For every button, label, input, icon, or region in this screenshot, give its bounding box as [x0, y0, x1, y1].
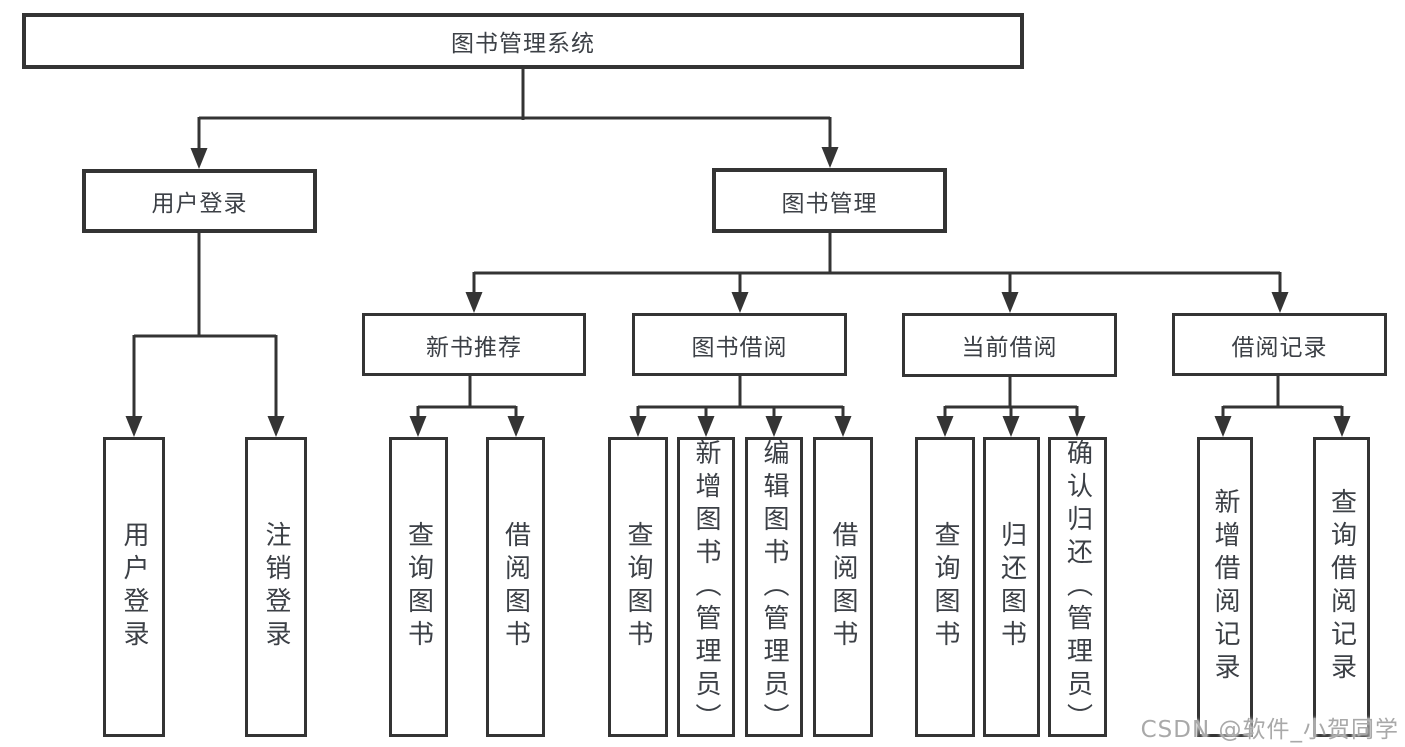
node-new-book-recommend: 新书推荐: [362, 313, 586, 376]
arrowhead-icon: [834, 416, 852, 437]
node-book-management-label: 图书管理: [781, 190, 878, 217]
csdn-watermark: CSDN @软件_小贺同学: [1140, 717, 1399, 743]
arrowhead-icon: [821, 147, 839, 168]
node-borrowing-records-label: 借阅记录: [1231, 334, 1328, 361]
arrowhead-icon: [190, 148, 208, 169]
arrowhead-icon: [1001, 292, 1019, 313]
leaf-edit-books-admin: 编辑图书（管理员）: [745, 437, 803, 737]
arrowhead-icon: [125, 416, 143, 437]
node-library-system: 图书管理系统: [22, 13, 1024, 69]
node-current-borrowing-label: 当前借阅: [961, 335, 1058, 361]
leaf-query-books-borrowing: 查询图书: [608, 437, 668, 737]
leaf-logout-label: 注销登录: [261, 521, 291, 653]
arrowhead-icon: [1271, 292, 1289, 313]
node-borrowing-records: 借阅记录: [1172, 313, 1387, 376]
arrowhead-icon: [1002, 416, 1020, 437]
leaf-user-login: 用户登录: [103, 437, 165, 737]
arrowhead-icon: [731, 292, 749, 313]
leaf-borrow-books-recommend: 借阅图书: [486, 437, 545, 737]
arrowhead-icon: [1068, 416, 1086, 437]
leaf-edit-books-admin-label: 编辑图书（管理员）: [759, 438, 789, 736]
leaf-add-borrow-record-label: 新增借阅记录: [1210, 488, 1240, 686]
node-new-book-recommend-label: 新书推荐: [426, 334, 522, 361]
arrowhead-icon: [267, 416, 285, 437]
leaf-add-books-admin: 新增图书（管理员）: [677, 437, 735, 737]
leaf-borrow-books-recommend-label: 借阅图书: [500, 521, 531, 653]
leaf-confirm-return-admin: 确认归还（管理员）: [1048, 437, 1107, 737]
node-current-borrowing: 当前借阅: [902, 313, 1117, 377]
node-book-borrowing: 图书借阅: [632, 313, 847, 376]
leaf-query-books-current: 查询图书: [915, 437, 975, 737]
leaf-borrow-books: 借阅图书: [813, 437, 873, 737]
leaf-borrow-books-label: 借阅图书: [828, 521, 858, 653]
leaf-return-books: 归还图书: [983, 437, 1040, 737]
arrowhead-icon: [765, 416, 783, 437]
arrowhead-icon: [1214, 416, 1232, 437]
node-user-login-label: 用户登录: [151, 191, 248, 217]
arrowhead-icon: [936, 416, 954, 437]
leaf-add-borrow-record: 新增借阅记录: [1197, 437, 1253, 737]
node-book-borrowing-label: 图书借阅: [691, 334, 788, 361]
leaf-query-books-current-label: 查询图书: [930, 521, 960, 653]
connector-path: [132, 68, 1344, 420]
arrowhead-icon: [507, 416, 525, 437]
leaf-add-books-admin-label: 新增图书（管理员）: [691, 438, 721, 736]
arrowhead-icon: [629, 416, 647, 437]
node-library-system-label: 图书管理系统: [451, 31, 595, 57]
leaf-logout: 注销登录: [245, 437, 307, 737]
leaf-query-books-borrowing-label: 查询图书: [623, 521, 653, 653]
node-book-management: 图书管理: [712, 168, 947, 233]
leaf-query-books-recommend: 查询图书: [389, 437, 448, 737]
leaf-confirm-return-admin-label: 确认归还（管理员）: [1062, 438, 1093, 736]
arrowhead-icon: [697, 416, 715, 437]
arrowhead-icon: [465, 292, 483, 313]
leaf-query-borrow-record-label: 查询借阅记录: [1326, 488, 1357, 686]
leaf-query-borrow-record: 查询借阅记录: [1313, 437, 1370, 737]
leaf-query-books-recommend-label: 查询图书: [403, 521, 434, 653]
node-user-login: 用户登录: [82, 169, 317, 233]
arrowhead-icon: [409, 416, 427, 437]
leaf-user-login-label: 用户登录: [119, 521, 149, 653]
leaf-return-books-label: 归还图书: [996, 521, 1027, 653]
arrowhead-icon: [1333, 416, 1351, 437]
